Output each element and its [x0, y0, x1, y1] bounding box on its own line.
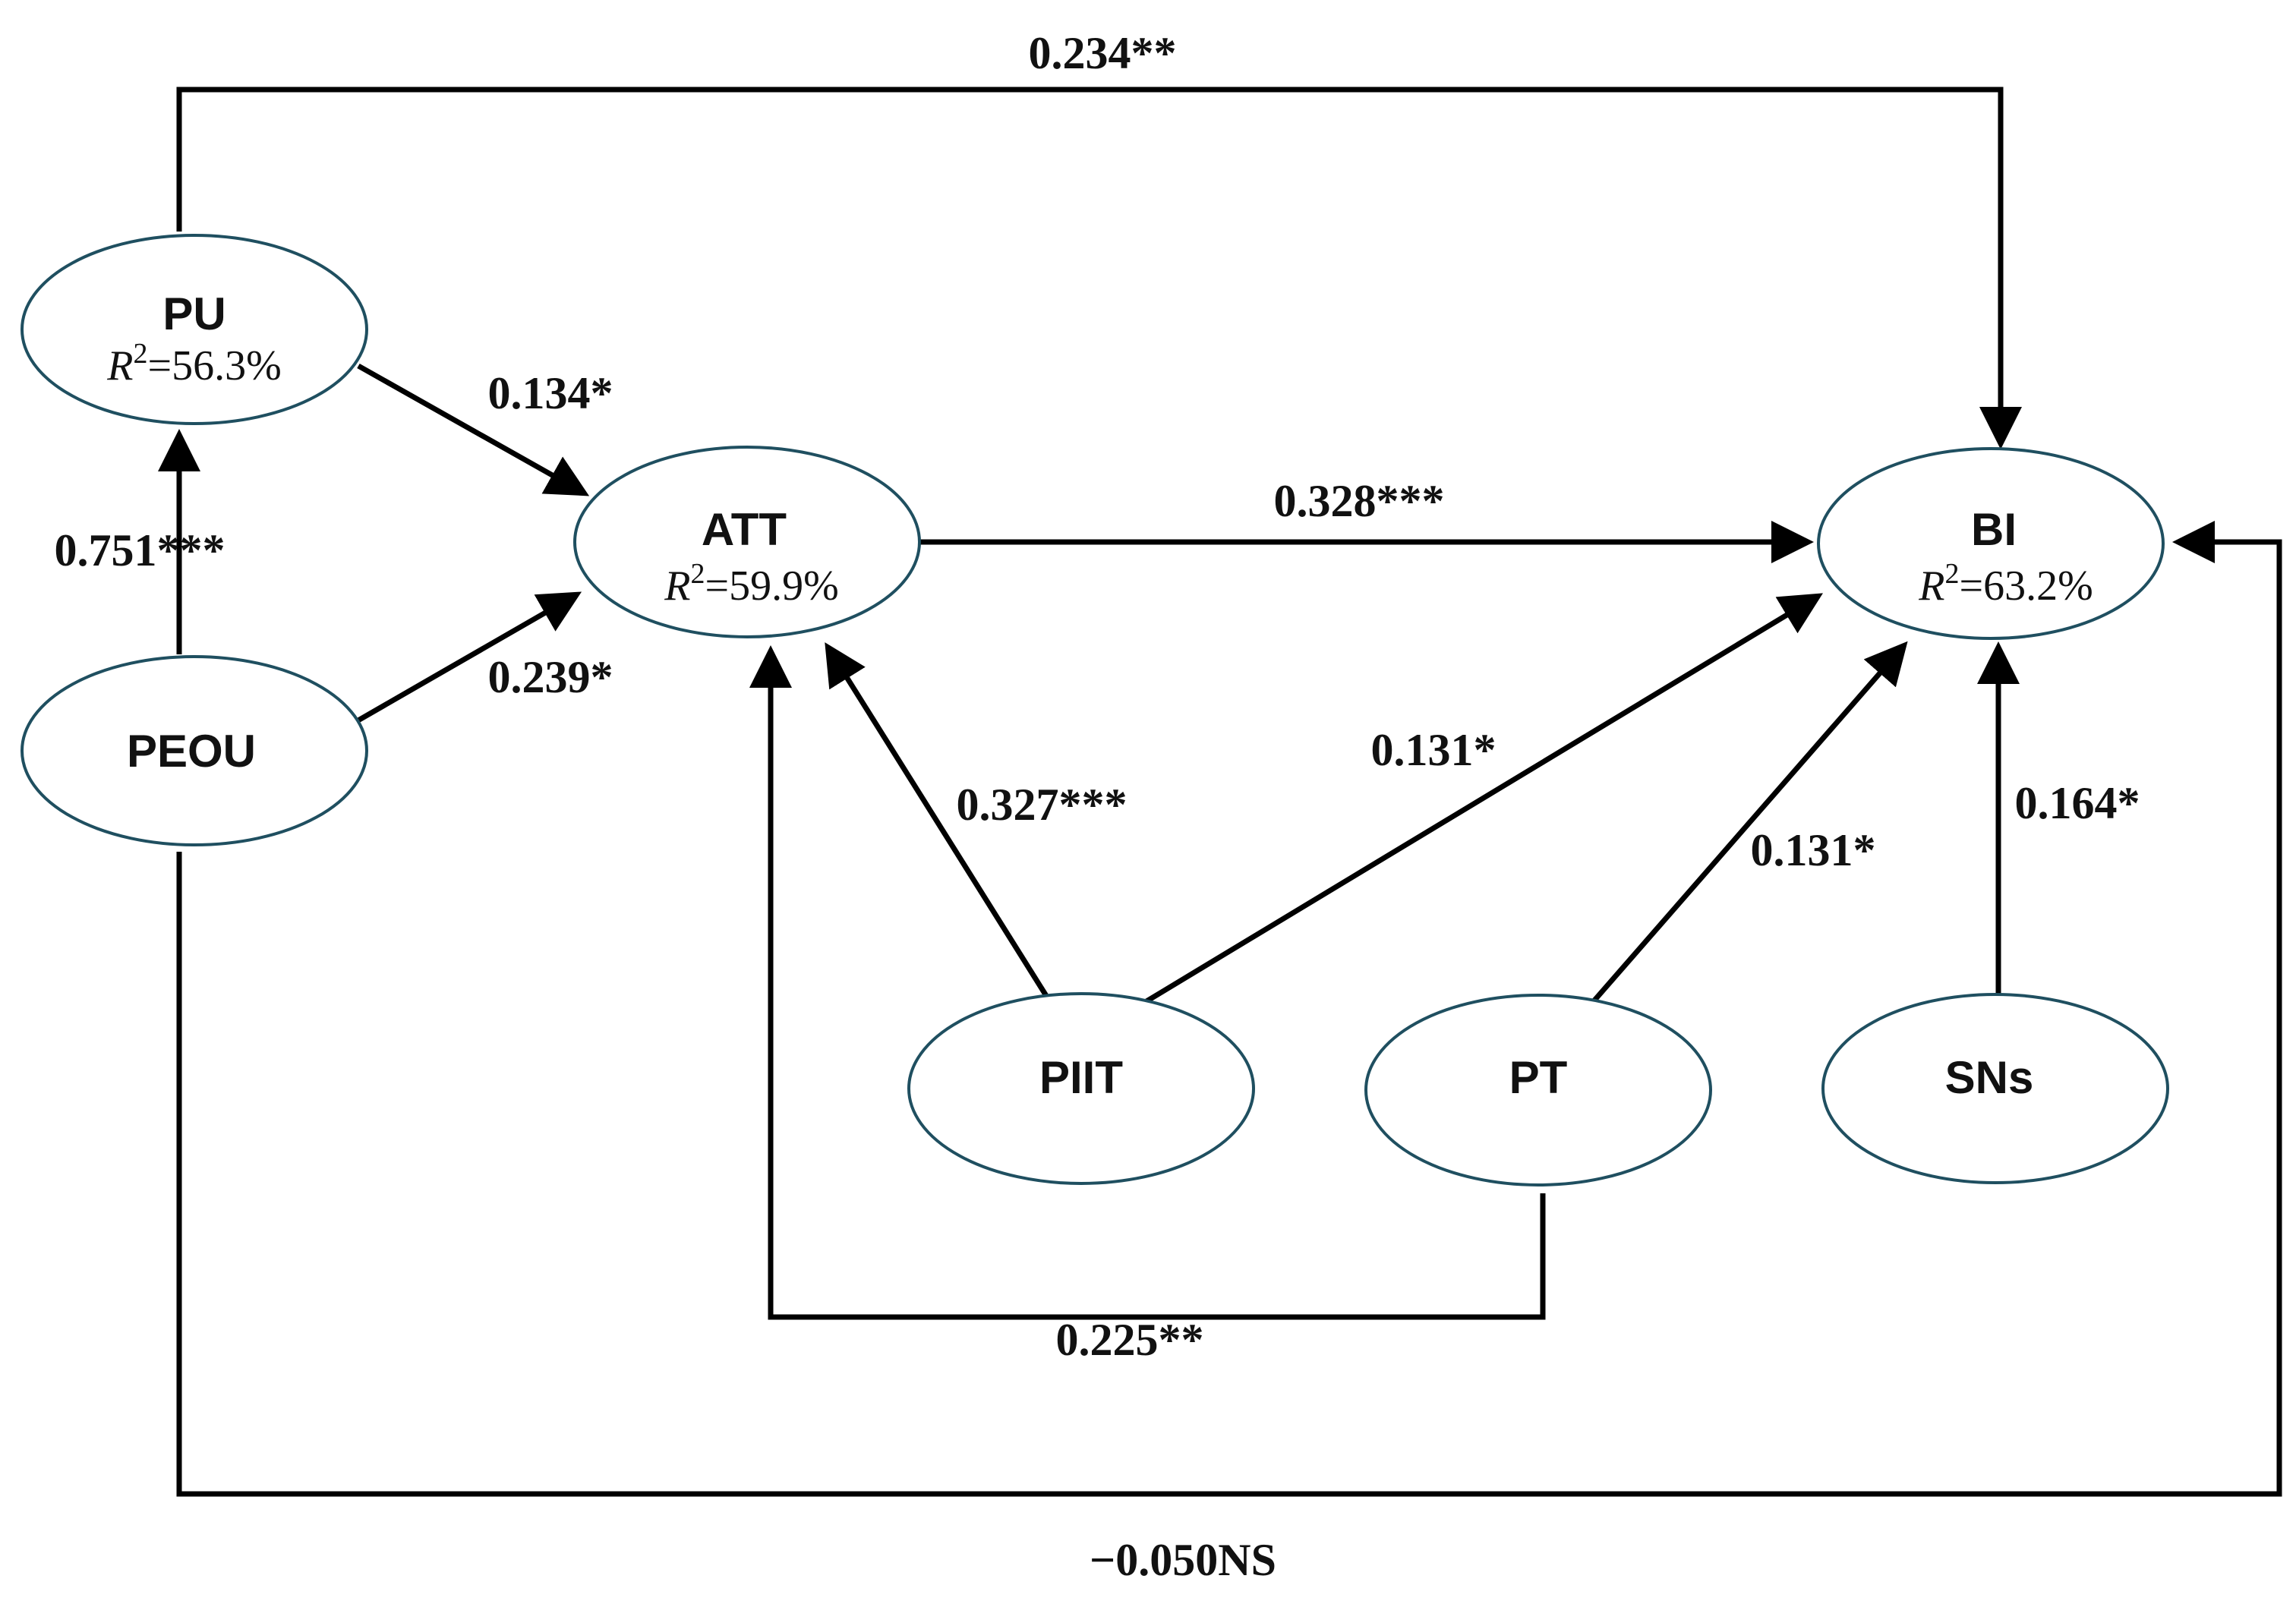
node-sns-ellipse — [1821, 993, 2169, 1184]
node-pt: PT — [1364, 994, 1712, 1186]
node-piit-ellipse — [907, 992, 1255, 1185]
label-pt-bi: 0.131* — [1751, 825, 1876, 875]
paths — [158, 87, 2282, 1497]
path-piit-bi — [1141, 593, 1823, 1006]
path-peou-bi — [176, 521, 2282, 1497]
node-bi-r2-sup: 2 — [1944, 558, 1959, 590]
node-att-r2-symbol: R — [664, 563, 690, 610]
node-sns: SNs — [1821, 993, 2169, 1184]
label-sns-bi: 0.164* — [2015, 778, 2140, 828]
node-att-name: ATT — [702, 504, 787, 555]
node-bi-r2-symbol: R — [1918, 563, 1944, 610]
node-piit: PIIT — [907, 992, 1255, 1185]
node-pt-ellipse — [1364, 994, 1712, 1186]
node-pu-r2: R2=56.3% — [106, 338, 281, 389]
node-peou: PEOU — [20, 655, 368, 846]
path-pu-att — [357, 363, 590, 496]
node-att-ellipse — [573, 446, 921, 638]
path-piit-att — [825, 642, 1050, 1000]
node-bi-name: BI — [1971, 504, 2017, 555]
label-piit-att: 0.327*** — [957, 780, 1128, 830]
node-peou-ellipse — [20, 655, 368, 846]
label-peou-bi: −0.050NS — [1090, 1535, 1276, 1585]
path-pu-bi — [176, 87, 2022, 449]
label-pu-bi: 0.234** — [1029, 28, 1177, 78]
node-att-r2-value: =59.9% — [705, 563, 838, 610]
label-piit-bi: 0.131* — [1371, 725, 1496, 775]
label-pu-att: 0.134* — [488, 368, 613, 418]
label-pt-att: 0.225** — [1056, 1315, 1204, 1365]
node-bi-r2: R2=63.2% — [1918, 558, 2093, 610]
node-pu-r2-sup: 2 — [133, 338, 147, 370]
node-sns-name: SNs — [1945, 1052, 2034, 1103]
node-peou-name: PEOU — [127, 726, 256, 777]
node-pu-ellipse — [20, 234, 368, 425]
path-labels: 0.234** 0.134* 0.751*** 0.239* 0.328*** … — [55, 28, 2140, 1585]
path-pt-bi — [1591, 641, 1908, 1004]
node-pu-r2-value: =56.3% — [147, 342, 281, 389]
node-pu: PU R2=56.3% — [20, 234, 368, 425]
path-peou-att — [355, 591, 582, 724]
node-bi-r2-value: =63.2% — [1959, 563, 2093, 610]
node-piit-name: PIIT — [1039, 1052, 1123, 1103]
node-att-r2: R2=59.9% — [664, 558, 838, 610]
path-pt-att — [749, 645, 1546, 1320]
label-att-bi: 0.328*** — [1274, 476, 1445, 526]
node-att: ATT R2=59.9% — [573, 446, 921, 638]
label-peou-pu: 0.751*** — [55, 525, 226, 575]
node-pu-r2-symbol: R — [106, 342, 133, 389]
node-bi-ellipse — [1817, 447, 2165, 640]
node-pu-name: PU — [162, 288, 226, 339]
label-peou-att: 0.239* — [488, 652, 613, 702]
node-pt-name: PT — [1509, 1052, 1568, 1103]
node-att-r2-sup: 2 — [690, 558, 705, 590]
node-bi: BI R2=63.2% — [1817, 447, 2165, 640]
